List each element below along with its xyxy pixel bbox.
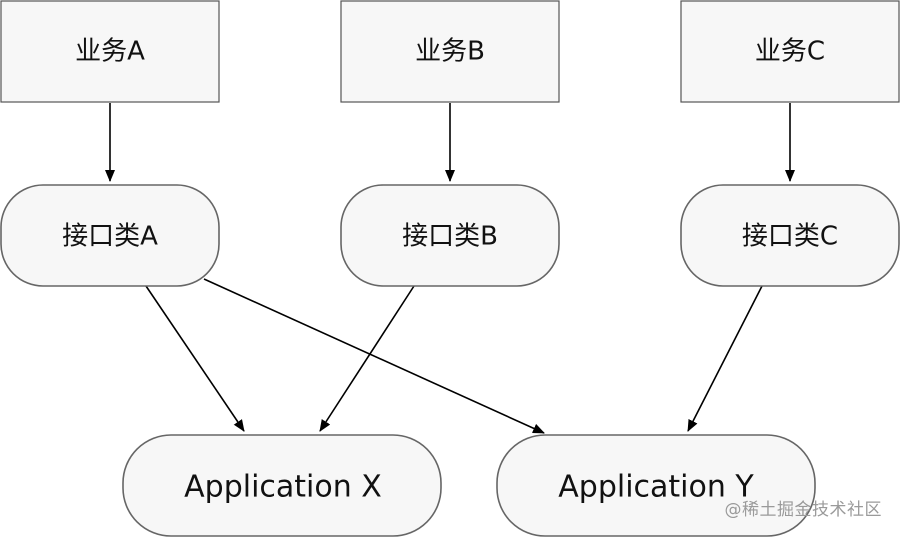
edge-interface-a-to-app-y — [203, 278, 545, 434]
business-node-a: 业务A — [0, 0, 220, 103]
interface-node-c: 接口类C — [680, 184, 900, 287]
application-node-y: Application Y — [496, 434, 816, 537]
interface-node-a-label: 接口类A — [62, 222, 158, 252]
interface-node-c-label: 接口类C — [742, 222, 838, 252]
application-node-y-label: Application Y — [558, 470, 754, 505]
edge-interface-b-to-app-x — [319, 285, 415, 432]
business-node-a-label: 业务A — [75, 37, 145, 67]
application-node-x-label: Application X — [184, 470, 382, 505]
business-node-b: 业务B — [340, 0, 560, 103]
edge-interface-c-to-app-y — [687, 285, 763, 432]
interface-node-a: 接口类A — [0, 184, 220, 287]
interface-node-b-label: 接口类B — [402, 222, 498, 252]
business-node-c: 业务C — [680, 0, 900, 103]
watermark-text: @稀土掘金技术社区 — [724, 500, 882, 520]
interface-node-b: 接口类B — [340, 184, 560, 287]
application-node-x: Application X — [122, 434, 442, 537]
edge-interface-a-to-app-x — [145, 285, 245, 432]
business-node-b-label: 业务B — [415, 37, 485, 67]
business-node-c-label: 业务C — [755, 37, 825, 67]
